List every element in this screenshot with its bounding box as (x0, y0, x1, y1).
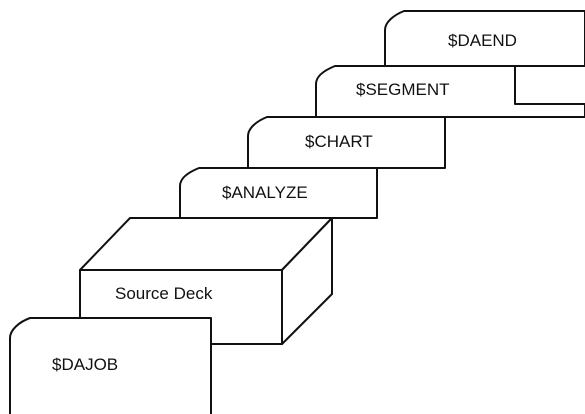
card-segment-label: $SEGMENT (356, 80, 450, 99)
card-segment: $SEGMENT (315, 65, 585, 118)
card-chart-label: $CHART (305, 132, 373, 151)
card-chart: $CHART (247, 116, 446, 169)
source-deck-label: Source Deck (115, 284, 213, 303)
source-deck-block: Source Deck (79, 217, 333, 345)
card-dajob-outline (9, 317, 212, 414)
card-analyze-outline (179, 167, 378, 219)
card-segment-outline (315, 65, 585, 118)
card-daend-label: $DAEND (448, 31, 517, 50)
card-dajob-label: $DAJOB (52, 355, 118, 374)
card-analyze-label: $ANALYZE (222, 183, 308, 202)
card-dajob: $DAJOB (9, 317, 212, 414)
card-analyze: $ANALYZE (179, 167, 378, 219)
card-daend-outline (384, 10, 585, 67)
card-daend: $DAEND (384, 10, 585, 67)
card-chart-outline (247, 116, 446, 169)
